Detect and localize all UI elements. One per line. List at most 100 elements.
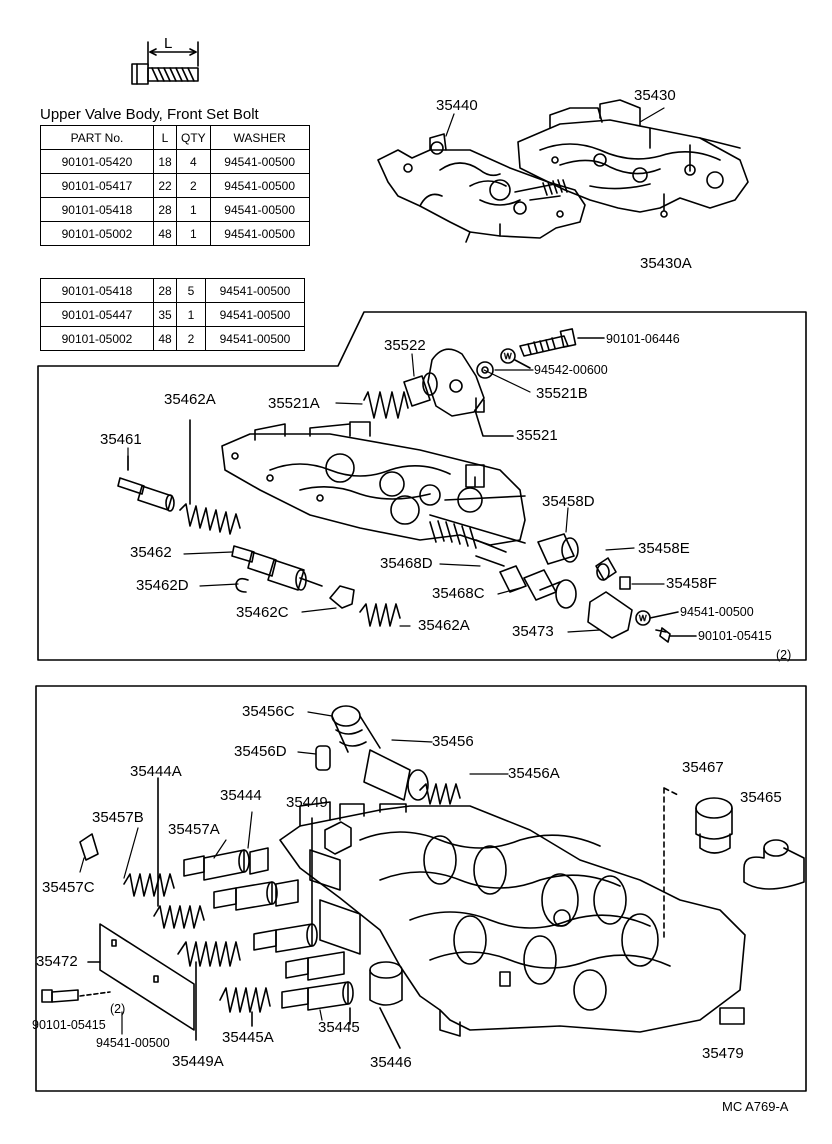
cell: 48	[153, 326, 177, 351]
cell: 90101-05418	[40, 278, 154, 303]
label-35457B: 35457B	[92, 809, 144, 826]
label-35456D: 35456D	[234, 743, 287, 760]
spring-35445A-drawing	[219, 987, 271, 1027]
cell: 2	[176, 326, 206, 351]
label-90101-05415-b: 90101-05415	[32, 1018, 106, 1032]
label-35444A: 35444A	[130, 763, 182, 780]
cell: 90101-05418	[40, 197, 154, 222]
cover-35521-drawing	[427, 348, 514, 437]
cell: 2	[176, 173, 211, 198]
label-35458E: 35458E	[638, 540, 690, 557]
label-90101-06446: 90101-06446	[606, 332, 680, 346]
spool-35456-drawing	[315, 705, 461, 805]
bolt-table-1: PART No. L QTY WASHER 90101-05420 18 4 9…	[40, 125, 310, 246]
table-row: 90101-05447 35 1 94541-00500	[40, 302, 305, 327]
label-35440: 35440	[436, 97, 478, 114]
label-94541-00500-b: 94541-00500	[96, 1036, 170, 1050]
spool-35449-drawing	[253, 817, 318, 953]
col-length: L	[153, 125, 177, 150]
cell: 94541-00500	[209, 221, 310, 246]
cell: 48	[153, 221, 177, 246]
table-row: 90101-05002 48 2 94541-00500	[40, 326, 305, 351]
cell: 90101-05417	[40, 173, 154, 198]
col-qty: QTY	[176, 125, 211, 150]
part-35457C-drawing	[79, 833, 99, 861]
label-35457C: 35457C	[42, 879, 95, 896]
leader-lines	[79, 107, 665, 1035]
label-35462A-bot: 35462A	[418, 617, 470, 634]
label-qty-2-a: (2)	[776, 648, 792, 662]
label-35456: 35456	[432, 733, 474, 750]
cell: 5	[176, 278, 206, 303]
spring-35462A-bot-drawing	[359, 603, 401, 627]
label-35462A-top: 35462A	[164, 391, 216, 408]
label-94541-00500-a: 94541-00500	[680, 605, 754, 619]
svg-text:W: W	[504, 352, 512, 361]
cell: 22	[153, 173, 177, 198]
label-35430A: 35430A	[640, 255, 692, 272]
spring-35462A-top-drawing	[179, 419, 241, 535]
label-35456C: 35456C	[242, 703, 295, 720]
spring-35449A-drawing	[177, 941, 241, 1041]
cell: 90101-05420	[40, 149, 154, 174]
label-35457A: 35457A	[168, 821, 220, 838]
figure-code: MC A769-A	[722, 1099, 789, 1114]
label-35521B: 35521B	[536, 385, 588, 402]
table-title: Upper Valve Body, Front Set Bolt	[40, 106, 259, 123]
cell: 90101-05447	[40, 302, 154, 327]
cell: 94541-00500	[209, 149, 310, 174]
label-35472: 35472	[36, 953, 78, 970]
spool-35462-drawing	[231, 545, 323, 591]
label-35468D: 35468D	[380, 555, 433, 572]
valve-body-lower-drawing	[279, 801, 746, 1037]
label-35522: 35522	[384, 337, 426, 354]
spool-35468-drawing	[499, 565, 577, 609]
bolt-table-2: 90101-05418 28 5 94541-00500 90101-05447…	[40, 278, 305, 351]
label-35462C: 35462C	[236, 604, 289, 621]
spring-35444A-drawing	[153, 777, 205, 929]
part-35479-drawing	[719, 1007, 745, 1025]
table-row: 90101-05418 28 1 94541-00500	[40, 197, 310, 222]
cell: 18	[153, 149, 177, 174]
spool-35457A-drawing	[183, 847, 269, 881]
spool-35445-drawing	[281, 951, 354, 1025]
col-washer: WASHER	[209, 125, 310, 150]
cell: 35	[153, 302, 177, 327]
label-35449: 35449	[286, 794, 328, 811]
spool-35446-drawing	[369, 961, 403, 1049]
plate-35462C-drawing	[329, 585, 355, 609]
label-35473: 35473	[512, 623, 554, 640]
upper-valve-body-assembly-drawing	[377, 99, 749, 243]
cell: 1	[176, 221, 211, 246]
cell: 90101-05002	[40, 326, 154, 351]
cell: 28	[153, 278, 177, 303]
cell: 4	[176, 149, 211, 174]
label-35444: 35444	[220, 787, 262, 804]
cover-35473-drawing: W	[587, 591, 697, 643]
clip-35462D-drawing	[235, 577, 249, 593]
label-35449A: 35449A	[172, 1053, 224, 1070]
sleeve-35458-drawing	[537, 533, 631, 590]
label-35467: 35467	[682, 759, 724, 776]
cell: 1	[176, 197, 211, 222]
label-35462D: 35462D	[136, 577, 189, 594]
label-qty-2-b: (2)	[110, 1002, 126, 1016]
label-35430: 35430	[634, 87, 676, 104]
label-35465: 35465	[740, 789, 782, 806]
table-row: 90101-05418 28 5 94541-00500	[40, 278, 305, 303]
plug-35467-drawing	[695, 797, 733, 854]
valve-body-mid-drawing	[221, 421, 526, 567]
bolt-06446-drawing: W	[500, 328, 605, 369]
plug-35465-drawing	[743, 839, 805, 890]
cell: 28	[153, 197, 177, 222]
label-35446: 35446	[370, 1054, 412, 1071]
cell: 94541-00500	[205, 326, 305, 351]
plate-35472-drawing	[87, 923, 195, 1031]
label-90101-05415-a: 90101-05415	[698, 629, 772, 643]
label-35468C: 35468C	[432, 585, 485, 602]
spool-35461-drawing	[117, 455, 175, 512]
cell: 90101-05002	[40, 221, 154, 246]
spool-35444-drawing	[213, 879, 299, 911]
label-94542-00600: 94542-00600	[534, 363, 608, 377]
